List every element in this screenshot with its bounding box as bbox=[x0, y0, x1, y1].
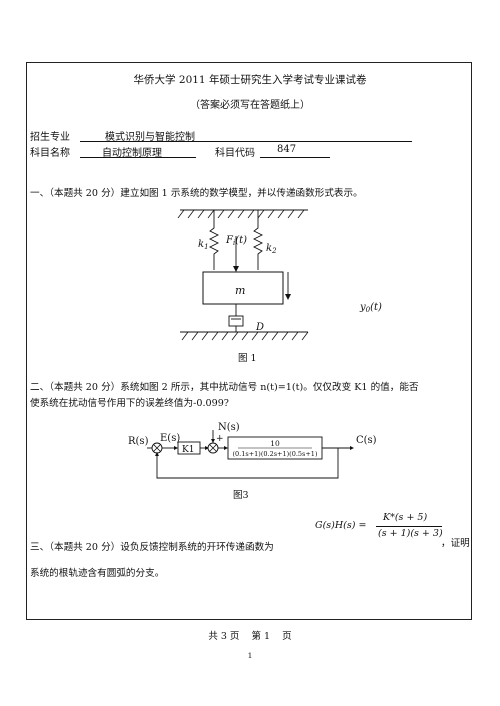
formula-numerator: K*(s + 5) bbox=[383, 512, 428, 523]
plus-sign: + bbox=[216, 434, 224, 444]
feedback-path bbox=[156, 448, 339, 479]
exam-subtitle: （答案必须写在答题纸上） bbox=[190, 100, 310, 111]
fig2-caption: 图3 bbox=[233, 490, 249, 501]
mass-label: m bbox=[235, 284, 245, 297]
damper-label: D bbox=[255, 322, 264, 333]
fig1-caption: 图 1 bbox=[238, 353, 257, 364]
q1-text: 一、（本题共 20 分）建立如图 1 示系统的数学模型，并以传递函数形式表示。 bbox=[30, 188, 363, 199]
plant-numerator: 10 bbox=[270, 439, 280, 448]
mass-block bbox=[202, 271, 284, 305]
c-label: C(s) bbox=[356, 435, 377, 446]
major-value: 模式识别与智能控制 bbox=[105, 132, 195, 143]
damper-body bbox=[228, 315, 244, 327]
k1-label: k1 bbox=[198, 239, 209, 251]
ground-hatch bbox=[181, 331, 309, 341]
q2-line2: 使系统在扰动信号作用下的误差终值为-0.099? bbox=[30, 398, 229, 409]
formula-lhs: G(s)H(s) = bbox=[315, 520, 367, 531]
r-label: R(s) bbox=[128, 436, 149, 447]
q3-line2: 系统的根轨迹含有圆弧的分支。 bbox=[30, 568, 165, 579]
force-label: Fi(t) bbox=[225, 235, 247, 247]
q2-line1: 二、（本题共 20 分）系统如图 2 所示，其中扰动信号 n(t)=1(t)。仅… bbox=[30, 382, 419, 393]
code-value: 847 bbox=[277, 144, 297, 155]
spring-k2 bbox=[252, 210, 264, 270]
code-label: 科目代码 bbox=[215, 148, 255, 159]
code-underline bbox=[260, 157, 330, 158]
q3-line1: 三、（本题共 20 分）设负反馈控制系统的开环传递函数为 bbox=[30, 542, 274, 553]
subject-underline bbox=[80, 157, 196, 158]
e-label: E(s) bbox=[160, 433, 180, 444]
spring-k1 bbox=[208, 210, 220, 270]
n-label: N(s) bbox=[218, 422, 240, 433]
y-output-label: y0(t) bbox=[359, 302, 382, 314]
force-arrowhead bbox=[233, 266, 239, 272]
major-label: 招生专业 bbox=[30, 132, 70, 143]
page-count: 共 3 页 第 1 页 bbox=[208, 631, 292, 642]
y-arrowhead bbox=[285, 294, 291, 300]
exam-title: 华侨大学 2011 年硕士研究生入学考试专业课试卷 bbox=[133, 74, 367, 86]
major-underline bbox=[80, 141, 412, 142]
k1-block-label: K1 bbox=[182, 445, 194, 455]
q3-line1-end: ，证明 bbox=[441, 538, 470, 549]
k2-label: k2 bbox=[266, 243, 277, 255]
subject-value: 自动控制原理 bbox=[102, 148, 162, 159]
exam-frame bbox=[26, 62, 472, 620]
plant-denominator: (0.1s+1)(0.2s+1)(0.5s+1) bbox=[233, 450, 318, 458]
page-number: 1 bbox=[247, 651, 253, 660]
ceiling-hatch bbox=[177, 209, 305, 219]
formula-denominator: (s + 1)(s + 3) bbox=[378, 528, 443, 539]
subject-label: 科目名称 bbox=[30, 148, 70, 159]
formula-fraction-bar bbox=[376, 526, 442, 527]
